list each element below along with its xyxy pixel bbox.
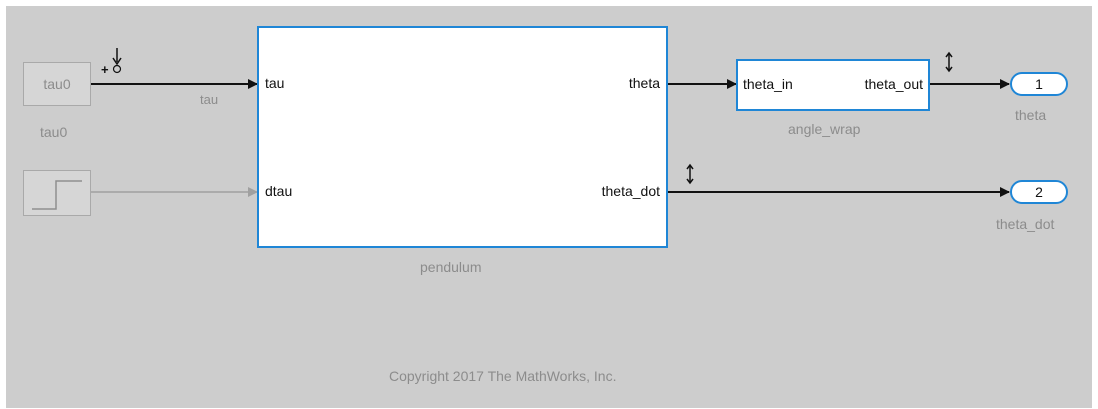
- constant-block-caption: tau0: [40, 124, 68, 140]
- step-icon: [32, 180, 82, 210]
- test-point-icon: [112, 48, 122, 74]
- angle-wrap-subsystem[interactable]: theta_in theta_out: [736, 59, 930, 111]
- model-canvas: tau0 tau0 + tau tau dtau theta theta_dot…: [6, 6, 1092, 408]
- angle-wrap-caption: angle_wrap: [788, 121, 861, 137]
- signal-log-icon-theta-dot: [686, 163, 694, 185]
- step-block[interactable]: [23, 170, 91, 216]
- outport-theta-dot-caption: theta_dot: [996, 216, 1055, 232]
- signal-log-icon-theta-out: [945, 51, 953, 73]
- constant-block-tau0[interactable]: tau0: [23, 62, 91, 106]
- signal-label-tau[interactable]: tau: [200, 92, 219, 107]
- pendulum-port-theta: theta: [628, 75, 660, 91]
- pendulum-port-dtau: dtau: [265, 183, 293, 199]
- pendulum-subsystem[interactable]: tau dtau theta theta_dot: [257, 26, 668, 248]
- test-point-plus: +: [101, 62, 109, 77]
- angle-wrap-port-theta-in: theta_in: [743, 76, 793, 92]
- signal-lines: [91, 48, 1010, 197]
- outport-theta-caption: theta: [1015, 107, 1047, 123]
- constant-block-value: tau0: [43, 76, 71, 92]
- pendulum-caption: pendulum: [420, 259, 482, 275]
- angle-wrap-port-theta-out: theta_out: [864, 76, 923, 92]
- outport-theta[interactable]: 1: [1010, 72, 1068, 96]
- outport-theta-dot[interactable]: 2: [1010, 180, 1068, 204]
- pendulum-port-tau: tau: [265, 75, 285, 91]
- pendulum-port-theta-dot: theta_dot: [601, 183, 660, 199]
- copyright-annotation: Copyright 2017 The MathWorks, Inc.: [389, 368, 617, 384]
